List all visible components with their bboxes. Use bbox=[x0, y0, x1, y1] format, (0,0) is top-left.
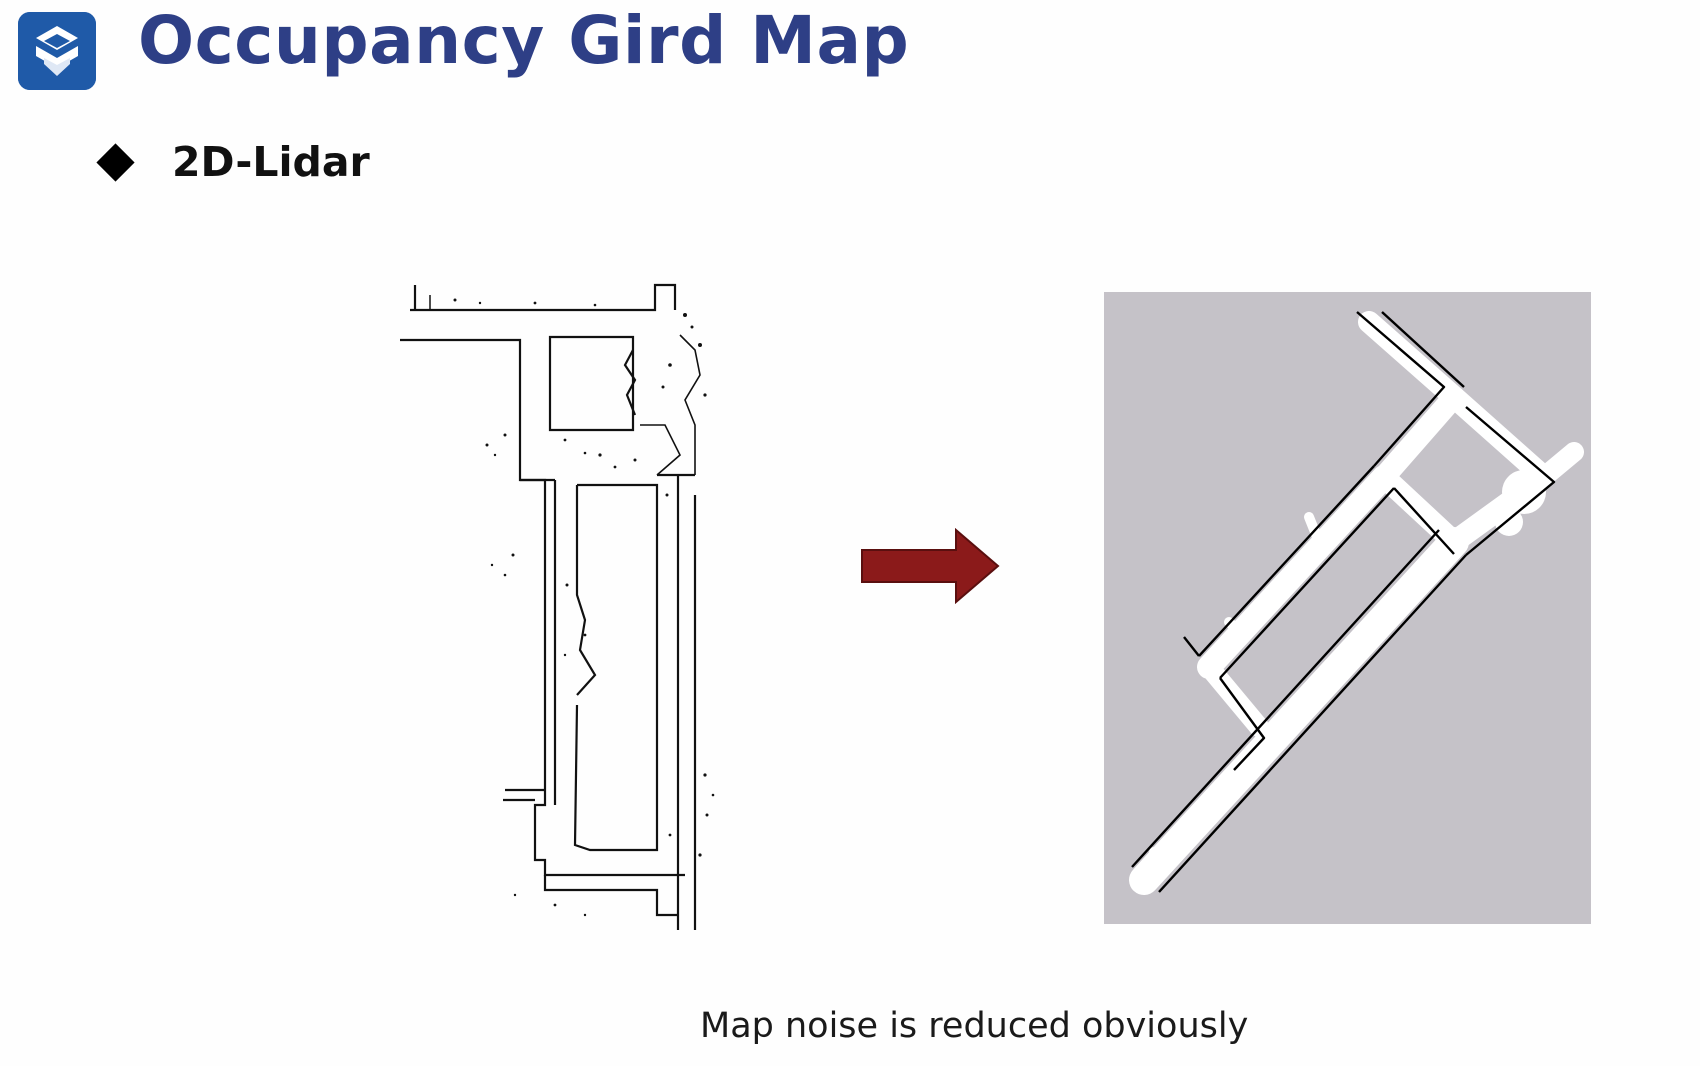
filtered-occupancy-map-image bbox=[1104, 292, 1591, 924]
right-arrow-icon bbox=[860, 528, 1000, 604]
company-s-logo-icon bbox=[18, 12, 96, 90]
raw-occupancy-map-image bbox=[395, 255, 765, 945]
page-title: Occupancy Gird Map bbox=[138, 2, 910, 79]
bullet-text: 2D-Lidar bbox=[172, 138, 370, 186]
caption: Map noise is reduced obviously bbox=[700, 1006, 1249, 1046]
diamond-bullet-icon bbox=[96, 143, 135, 182]
